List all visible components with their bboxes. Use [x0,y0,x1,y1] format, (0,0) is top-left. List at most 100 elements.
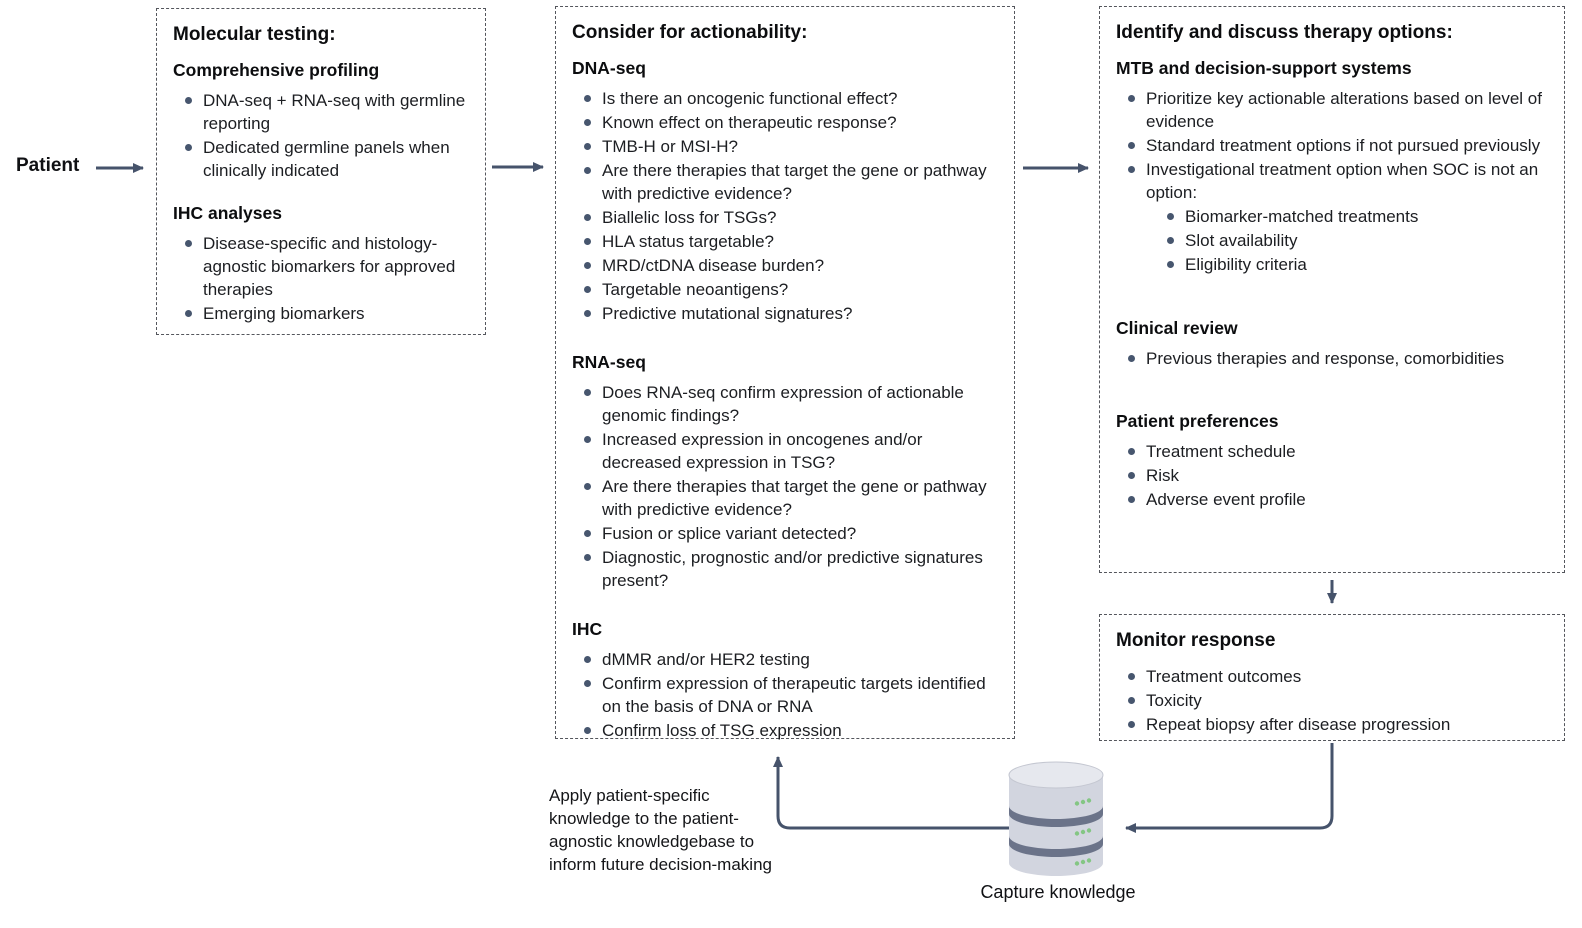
bullet-text: Diagnostic, prognostic and/or predictive… [602,548,983,590]
section-heading: MTB and decision-support systems [1116,58,1412,78]
bullet-body: Emerging biomarkers [203,302,365,325]
bullet-dot-icon [1128,496,1135,503]
sub-bullet-item: Biomarker-matched treatments [1167,205,1548,228]
bullet-item: HLA status targetable? [584,230,998,253]
bullet-item: Investigational treatment option when SO… [1128,158,1548,277]
bullet-body: Fusion or splice variant detected? [602,522,856,545]
bullet-body: Increased expression in oncogenes and/or… [602,428,998,474]
bullet-text: Are there therapies that target the gene… [602,477,987,519]
bullet-text: DNA-seq + RNA-seq with germline reportin… [203,91,466,133]
database-led-dots [1074,798,1092,866]
bullet-body: Are there therapies that target the gene… [602,159,998,205]
bullet-list: Does RNA-seq confirm expression of actio… [572,381,998,592]
bullet-item: Emerging biomarkers [185,302,469,325]
section-heading: Patient preferences [1116,411,1279,431]
bullet-dot-icon [584,238,591,245]
bullet-dot-icon [584,727,591,734]
bullet-body: Treatment outcomes [1146,665,1301,688]
arrow-monitor-to-database [1125,743,1334,833]
bullet-item: DNA-seq + RNA-seq with germline reportin… [185,89,469,135]
bullet-body: Standard treatment options if not pursue… [1146,134,1540,157]
bullet-item: Known effect on therapeutic response? [584,111,998,134]
bullet-text: Toxicity [1146,691,1202,710]
bullet-dot-icon [1167,213,1174,220]
bullet-item: Are there therapies that target the gene… [584,475,998,521]
bullet-text: Dedicated germline panels when clinicall… [203,138,450,180]
bullet-item: Prioritize key actionable alterations ba… [1128,87,1548,133]
molecular-testing-box: Molecular testing:Comprehensive profilin… [156,8,486,335]
bullet-dot-icon [584,214,591,221]
bullet-dot-icon [185,97,192,104]
bullet-body: Targetable neoantigens? [602,278,788,301]
bullet-text: TMB-H or MSI-H? [602,137,738,156]
bullet-body: Confirm expression of therapeutic target… [602,672,998,718]
bullet-item: Targetable neoantigens? [584,278,998,301]
bullet-list: Is there an oncogenic functional effect?… [572,87,998,325]
bullet-item: Repeat biopsy after disease progression [1128,713,1548,736]
bullet-dot-icon [584,389,591,396]
monitor-response-title: Monitor response [1116,630,1276,651]
bullet-dot-icon [584,95,591,102]
bullet-text: Adverse event profile [1146,490,1306,509]
bullet-text: Confirm loss of TSG expression [602,721,842,740]
bullet-text: Standard treatment options if not pursue… [1146,136,1541,155]
bullet-body: HLA status targetable? [602,230,774,253]
consider-actionability-title: Consider for actionability: [572,22,808,43]
bullet-dot-icon [1128,355,1135,362]
bullet-text: Previous therapies and response, comorbi… [1146,349,1505,368]
bullet-list: DNA-seq + RNA-seq with germline reportin… [173,89,469,182]
bullet-body: Prioritize key actionable alterations ba… [1146,87,1548,133]
bullet-dot-icon [584,554,591,561]
bullet-item: Adverse event profile [1128,488,1548,511]
bullet-body: Confirm loss of TSG expression [602,719,842,742]
bullet-body: Biallelic loss for TSGs? [602,206,776,229]
bullet-dot-icon [584,167,591,174]
bullet-dot-icon [584,119,591,126]
sub-bullet-item: Slot availability [1167,229,1548,252]
bullet-dot-icon [185,144,192,151]
bullet-dot-icon [1128,166,1135,173]
knowledgebase-database-icon [1008,761,1104,876]
bullet-dot-icon [584,436,591,443]
bullet-text: Fusion or splice variant detected? [602,524,857,543]
bullet-item: Confirm loss of TSG expression [584,719,998,742]
section-heading: RNA-seq [572,352,646,372]
bullet-list: Prioritize key actionable alterations ba… [1116,87,1548,277]
bullet-item: Standard treatment options if not pursue… [1128,134,1548,157]
feedback-note: Apply patient-specific knowledge to the … [549,786,772,874]
bullet-body: Disease-specific and histology-agnostic … [203,232,469,301]
bullet-dot-icon [1128,673,1135,680]
bullet-dot-icon [185,240,192,247]
bullet-text: Known effect on therapeutic response? [602,113,897,132]
bullet-body: Does RNA-seq confirm expression of actio… [602,381,998,427]
bullet-dot-icon [1128,448,1135,455]
bullet-text: HLA status targetable? [602,232,775,251]
bullet-text: Confirm expression of therapeutic target… [602,674,986,716]
bullet-item: TMB-H or MSI-H? [584,135,998,158]
bullet-dot-icon [1128,721,1135,728]
bullet-body: Toxicity [1146,689,1202,712]
bullet-text: Is there an oncogenic functional effect? [602,89,898,108]
bullet-text: Targetable neoantigens? [602,280,789,299]
bullet-dot-icon [1128,697,1135,704]
bullet-text: Treatment outcomes [1146,667,1302,686]
bullet-body: Previous therapies and response, comorbi… [1146,347,1504,370]
capture-knowledge-label: Capture knowledge [980,882,1136,902]
bullet-dot-icon [584,143,591,150]
bullet-text: MRD/ctDNA disease burden? [602,256,825,275]
section-heading: Clinical review [1116,318,1238,338]
bullet-text: Emerging biomarkers [203,304,365,323]
section-heading: IHC [572,619,603,639]
bullet-body: MRD/ctDNA disease burden? [602,254,824,277]
patient-label: Patient [16,155,80,176]
bullet-list: Disease-specific and histology-agnostic … [173,232,469,325]
bullet-item: dMMR and/or HER2 testing [584,648,998,671]
